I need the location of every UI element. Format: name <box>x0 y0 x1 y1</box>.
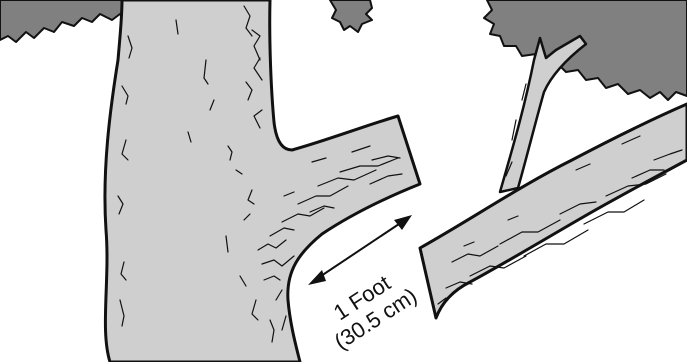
right-foliage <box>484 0 687 100</box>
measurement-label: 1 Foot (30.5 cm) <box>316 262 421 355</box>
middle-foliage <box>330 0 372 32</box>
cut-branch <box>420 104 687 318</box>
arrowhead-left <box>308 270 326 285</box>
arrowhead-right <box>394 215 412 230</box>
